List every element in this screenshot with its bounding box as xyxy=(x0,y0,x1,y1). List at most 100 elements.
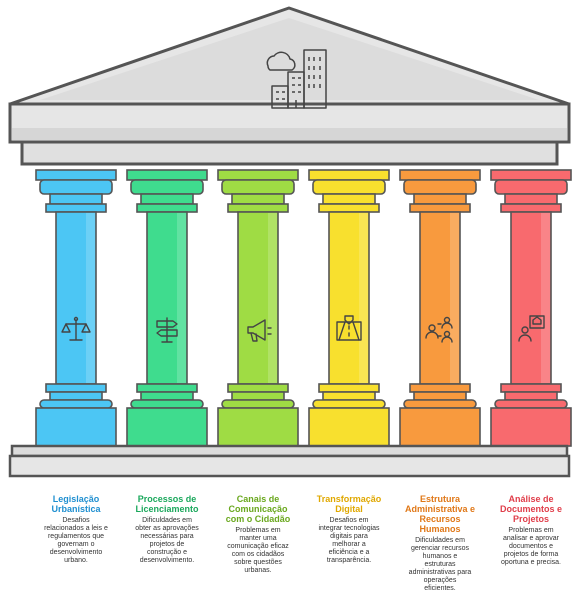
pillar-part xyxy=(136,383,198,393)
pillar-part xyxy=(490,169,572,181)
pillar-part xyxy=(237,211,279,385)
pillar-part xyxy=(318,203,380,213)
pillar-part xyxy=(45,203,107,213)
pillar-part xyxy=(35,407,117,447)
pillar-part xyxy=(403,399,477,409)
pillar-part xyxy=(49,193,103,205)
pillar-part xyxy=(39,399,113,409)
pillar-title-line: Digital xyxy=(335,504,363,514)
pillar-description-line: administrativas para xyxy=(408,569,472,576)
pillar-description-line: estruturas xyxy=(424,561,456,568)
pillar-description-line: transparência. xyxy=(326,557,372,564)
pillar-part xyxy=(419,211,461,385)
pillar-description-line: integrar tecnologias xyxy=(318,525,380,532)
pillar-description-line: obter as aprovações xyxy=(135,525,199,532)
pillar-2 xyxy=(126,169,208,447)
pillar-title-line: Estrutura xyxy=(419,494,460,504)
pillar-part xyxy=(399,407,481,447)
pillar-title-line: Análise de xyxy=(508,494,554,504)
scales-icon xyxy=(61,316,91,341)
pillar-shade xyxy=(86,213,95,383)
pillar-description-line: humanos e xyxy=(422,553,458,560)
pillar-title-line: Canais de xyxy=(236,494,280,504)
pillar-shade xyxy=(541,213,550,383)
pillar-part xyxy=(227,383,289,393)
pillar-description-line: operações xyxy=(423,577,457,584)
pillar-part xyxy=(221,179,295,195)
pillar-part xyxy=(49,391,103,401)
pillar-description-line: melhorar a xyxy=(332,541,366,548)
pillar-part xyxy=(126,407,208,447)
pillar-part xyxy=(130,399,204,409)
pillar-description-line: Desafios em xyxy=(329,517,369,524)
pillar-description-line: projetos de xyxy=(149,541,185,548)
pillar-shade xyxy=(268,213,277,383)
pillar-description-line: regulamentos que xyxy=(47,533,105,540)
pillar-part xyxy=(55,211,97,385)
pillar-description-line: necessárias para xyxy=(140,533,194,540)
pillar-part xyxy=(322,391,376,401)
pillar-part xyxy=(328,211,370,385)
pillar-description-line: documentos e xyxy=(509,543,553,550)
pillar-part xyxy=(227,203,289,213)
pillars xyxy=(35,169,572,447)
pillar-part xyxy=(140,193,194,205)
pillar-shade xyxy=(450,213,459,383)
pillar-part xyxy=(221,399,295,409)
signpost-icon xyxy=(156,317,178,343)
pillar-title-line: Urbanística xyxy=(51,504,101,514)
pillar-description-line: Desafios xyxy=(62,517,90,524)
pillar-title-line: Transformação xyxy=(316,494,382,504)
pillar-part xyxy=(399,169,481,181)
pillar-part xyxy=(322,193,376,205)
pillar-part xyxy=(231,391,285,401)
pillar-title-line: Documentos e xyxy=(499,504,562,514)
pillar-part xyxy=(39,179,113,195)
pillar-part xyxy=(231,193,285,205)
pillar-description-line: digitais para xyxy=(330,533,368,540)
pillar-4 xyxy=(308,169,390,447)
pillar-5 xyxy=(399,169,481,447)
pillar-part xyxy=(130,179,204,195)
pillar-description-line: projetos de forma xyxy=(503,551,559,558)
pillar-part xyxy=(318,383,380,393)
base-top xyxy=(10,444,569,458)
pillar-description-line: eficiência e a xyxy=(328,549,370,556)
base-step xyxy=(8,454,571,478)
pillar-part xyxy=(403,179,477,195)
pillar-part xyxy=(500,383,562,393)
pillar-1 xyxy=(35,169,117,447)
pillar-part xyxy=(312,179,386,195)
pillar-part xyxy=(494,179,568,195)
pillar-part xyxy=(413,391,467,401)
pillar-part xyxy=(45,383,107,393)
pillar-description-line: desenvolvimento. xyxy=(139,557,195,564)
roof xyxy=(8,6,571,166)
pillar-part xyxy=(146,211,188,385)
pillar-title-line: Humanos xyxy=(419,524,461,534)
pillar-description-line: governam o xyxy=(57,541,95,548)
pillar-6 xyxy=(490,169,572,447)
pillar-part xyxy=(413,193,467,205)
pillar-title-line: Comunicação xyxy=(228,504,288,514)
city-icon xyxy=(266,49,327,109)
pillar-description-line: Problemas em xyxy=(235,527,281,534)
pillar-part xyxy=(409,383,471,393)
megaphone-icon xyxy=(247,319,272,342)
pillar-part xyxy=(504,193,558,205)
pillar-description-line: Problemas em xyxy=(508,527,554,534)
